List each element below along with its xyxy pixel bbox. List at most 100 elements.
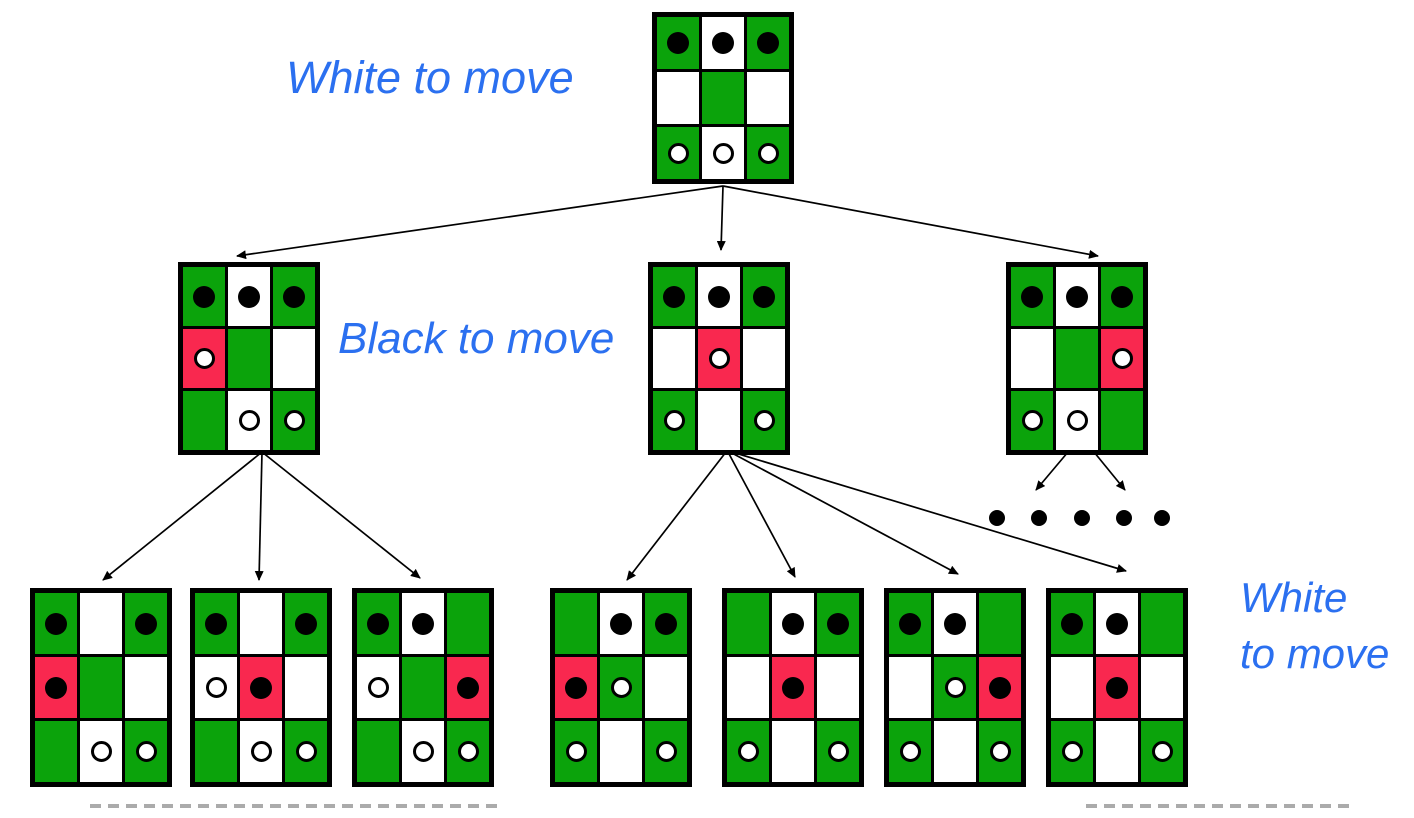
board-cell-white: [772, 721, 814, 782]
board-cell-white: [228, 267, 270, 326]
black-pawn: [283, 285, 305, 308]
board-level1-right: [1006, 262, 1148, 455]
board-cell-white: [80, 593, 122, 654]
board-cell-green: [645, 593, 687, 654]
board-cell-red: [772, 657, 814, 718]
white-pawn: [193, 348, 215, 369]
board-cell-green: [747, 17, 789, 69]
board-cell-green: [555, 721, 597, 782]
white-pawn: [295, 741, 317, 762]
board-cell-green: [979, 721, 1021, 782]
board-level1-middle: [648, 262, 790, 455]
board-cell-green: [555, 593, 597, 654]
arrow-left-to-child2: [254, 451, 264, 581]
black-pawn: [899, 612, 921, 635]
black-pawn: [753, 285, 775, 308]
board-level2-6: [884, 588, 1026, 787]
arrow-mid-to-child2: [727, 451, 796, 578]
board-cell-green: [657, 127, 699, 179]
black-pawn: [45, 612, 67, 635]
board-cell-red: [1101, 329, 1143, 388]
board-cell-white: [743, 329, 785, 388]
board-level2-2: [190, 588, 332, 787]
arrow-right-to-elided2: [1093, 451, 1126, 491]
ellipsis-dot: [1031, 510, 1047, 526]
board-cell-white: [600, 593, 642, 654]
board-cell-green: [817, 593, 859, 654]
board-cell-white: [1011, 329, 1053, 388]
board-root: [652, 12, 794, 184]
white-pawn: [238, 410, 260, 431]
black-pawn: [1111, 285, 1133, 308]
arrow-root-to-right: [722, 185, 1099, 259]
label-white-to-move-2-line2: to move: [1240, 630, 1390, 677]
board-cell-green: [657, 17, 699, 69]
board-cell-red: [183, 329, 225, 388]
black-pawn: [135, 612, 157, 635]
arrow-left-to-child3: [261, 451, 421, 579]
board-cell-white: [402, 593, 444, 654]
white-pawn: [1111, 348, 1133, 369]
white-pawn: [565, 741, 587, 762]
board-cell-green: [183, 391, 225, 450]
arrow-right-to-elided1: [1035, 451, 1069, 491]
black-pawn: [1066, 285, 1088, 308]
board-cell-white: [357, 657, 399, 718]
board-cell-green: [35, 593, 77, 654]
board-cell-white: [195, 657, 237, 718]
white-pawn: [250, 741, 272, 762]
white-pawn: [1066, 410, 1088, 431]
arrow-left-to-child1: [102, 451, 263, 581]
board-cell-green: [1141, 593, 1183, 654]
board-cell-green: [195, 593, 237, 654]
board-cell-green: [1011, 391, 1053, 450]
ellipsis-dot: [1116, 510, 1132, 526]
ellipsis-dot: [1074, 510, 1090, 526]
board-cell-green: [285, 721, 327, 782]
black-pawn: [565, 676, 587, 699]
board-cell-white: [80, 721, 122, 782]
board-cell-green: [195, 721, 237, 782]
board-cell-green: [35, 721, 77, 782]
black-pawn: [367, 612, 389, 635]
board-cell-white: [645, 657, 687, 718]
board-cell-green: [600, 657, 642, 718]
board-cell-white: [285, 657, 327, 718]
arrow-mid-to-child1: [626, 451, 727, 581]
board-level2-1: [30, 588, 172, 787]
white-pawn: [757, 142, 779, 164]
white-pawn: [205, 677, 227, 698]
board-cell-green: [889, 593, 931, 654]
board-cell-green: [80, 657, 122, 718]
ellipsis-dot: [1154, 510, 1170, 526]
board-cell-green: [357, 721, 399, 782]
board-cell-red: [698, 329, 740, 388]
board-cell-green: [125, 593, 167, 654]
black-pawn: [1106, 612, 1128, 635]
board-cell-green: [702, 72, 744, 124]
board-cell-white: [702, 127, 744, 179]
board-cell-red: [35, 657, 77, 718]
board-cell-green: [934, 657, 976, 718]
white-pawn: [1151, 741, 1173, 762]
board-cell-white: [934, 721, 976, 782]
black-pawn: [412, 612, 434, 635]
white-pawn: [90, 741, 112, 762]
board-cell-green: [357, 593, 399, 654]
black-pawn: [610, 612, 632, 635]
board-cell-green: [183, 267, 225, 326]
board-cell-green: [1141, 721, 1183, 782]
board-cell-white: [1096, 593, 1138, 654]
white-pawn: [737, 741, 759, 762]
board-cell-green: [228, 329, 270, 388]
white-pawn: [944, 677, 966, 698]
label-black-to-move: Black to move: [338, 314, 615, 363]
white-pawn: [712, 142, 734, 164]
board-cell-green: [727, 593, 769, 654]
white-pawn: [367, 677, 389, 698]
board-cell-white: [698, 267, 740, 326]
board-cell-white: [1096, 721, 1138, 782]
board-cell-white: [228, 391, 270, 450]
board-level2-5: [722, 588, 864, 787]
